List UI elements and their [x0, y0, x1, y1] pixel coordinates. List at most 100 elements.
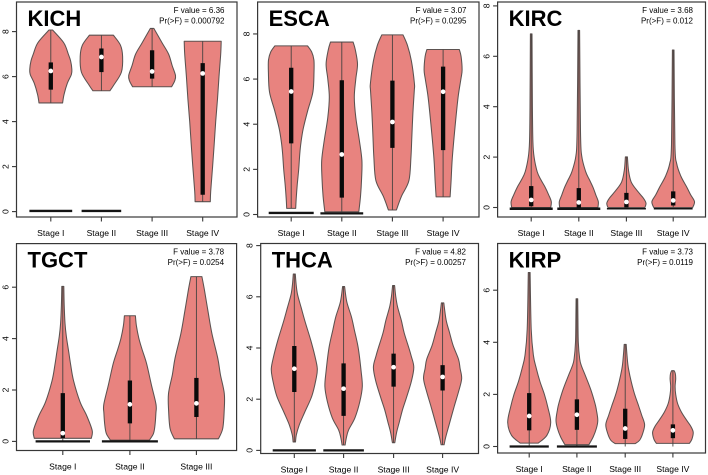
- stage-label: Stage II: [564, 228, 594, 238]
- stage-label: Stage III: [610, 228, 642, 238]
- y-tick-label: 8: [1, 29, 11, 34]
- y-tick-label: 8: [482, 3, 492, 8]
- stage-label: Stage I: [49, 462, 76, 472]
- stage-label: Stage II: [115, 462, 145, 472]
- violin-thca-stage-iv: [422, 302, 463, 446]
- y-tick-label: 2: [1, 387, 11, 392]
- y-tick-label: 4: [242, 122, 252, 127]
- y-tick-label: 0: [482, 205, 492, 210]
- panel-title: TGCT: [28, 248, 88, 273]
- median-dot: [670, 427, 676, 433]
- median-dot: [149, 69, 155, 74]
- violin-tgct-stage-i: [32, 285, 93, 443]
- y-tick-label: 2: [242, 167, 252, 172]
- stage-label: Stage I: [37, 228, 64, 238]
- violin-kich-stage-iv: [183, 40, 222, 203]
- stage-label: Stage I: [516, 464, 543, 474]
- y-tick-label: 0: [1, 209, 11, 214]
- f-value-label: F value = 6.36: [174, 6, 225, 15]
- f-value-label: F value = 3.68: [642, 6, 693, 15]
- p-value-label: Pr(>F) = 0.000792: [159, 17, 225, 26]
- panel-title: KIRC: [509, 6, 563, 31]
- y-tick-label: 4: [482, 104, 492, 109]
- violin-thca-stage-i: [270, 273, 318, 452]
- p-value-label: Pr(>F) = 0.00257: [405, 258, 466, 267]
- y-tick-label: 6: [1, 285, 11, 290]
- panel-border: [497, 1, 707, 218]
- y-tick-label: 0: [482, 444, 492, 449]
- median-dot: [526, 413, 532, 419]
- median-dot: [622, 426, 628, 431]
- y-tick-label: 8: [245, 243, 255, 248]
- stage-label: Stage II: [329, 465, 359, 475]
- y-tick-label: 6: [482, 288, 492, 293]
- median-dot: [528, 197, 534, 203]
- stage-label: Stage III: [376, 228, 408, 238]
- f-value-label: F value = 3.07: [416, 6, 467, 15]
- y-tick-label: 2: [1, 164, 11, 169]
- panel-border: [497, 242, 707, 454]
- stage-label: Stage IV: [426, 465, 459, 475]
- median-dot: [288, 89, 294, 94]
- panel-title: THCA: [272, 248, 333, 273]
- violin-kirc-stage-i: [509, 33, 553, 210]
- p-value-label: Pr(>F) = 0.012: [641, 17, 694, 26]
- y-tick-label: 0: [245, 448, 255, 453]
- y-tick-label: 4: [1, 336, 11, 341]
- stage-label: Stage I: [278, 228, 305, 238]
- median-dot: [576, 200, 582, 205]
- y-tick-label: 0: [242, 212, 252, 217]
- median-dot: [194, 401, 199, 406]
- panel-title: ESCA: [269, 6, 330, 31]
- panel-title: KICH: [28, 6, 82, 31]
- median-dot: [440, 89, 446, 95]
- median-dot: [670, 198, 676, 203]
- violin-kirc-stage-iii: [606, 156, 647, 210]
- violin-kirp-stage-iii: [605, 343, 646, 447]
- stage-label: Stage II: [327, 228, 357, 238]
- median-dot: [341, 386, 346, 392]
- violin-kich-stage-ii: [79, 34, 124, 213]
- violin-kirc-stage-ii: [557, 29, 601, 210]
- y-tick-label: 6: [1, 74, 11, 79]
- median-dot: [291, 366, 297, 372]
- stage-label: Stage I: [281, 465, 308, 475]
- y-tick-label: 6: [482, 54, 492, 59]
- median-dot: [391, 364, 396, 370]
- stage-label: Stage III: [136, 228, 168, 238]
- median-dot: [390, 119, 395, 125]
- violin-esca-stage-i: [267, 45, 315, 215]
- y-tick-label: 6: [245, 294, 255, 299]
- violin-tgct-stage-iii: [167, 276, 226, 440]
- violin-esca-stage-iv: [423, 48, 463, 198]
- panel-border: [257, 1, 480, 218]
- y-tick-label: 2: [482, 154, 492, 159]
- median-dot: [200, 71, 206, 76]
- median-dot: [624, 199, 629, 205]
- median-dot: [48, 68, 54, 74]
- stage-label: Stage III: [378, 465, 410, 475]
- panel-border: [15, 1, 238, 218]
- stage-label: Stage IV: [657, 228, 690, 238]
- stage-label: Stage II: [87, 228, 117, 238]
- y-tick-label: 4: [1, 119, 11, 124]
- stage-label: Stage IV: [186, 228, 219, 238]
- p-value-label: Pr(>F) = 0.0295: [410, 17, 467, 26]
- median-dot: [99, 54, 104, 60]
- p-value-label: Pr(>F) = 0.0254: [168, 258, 225, 267]
- stage-label: Stage III: [609, 464, 641, 474]
- panel-border: [15, 243, 238, 452]
- y-tick-label: 8: [242, 31, 252, 36]
- violin-kirp-stage-ii: [555, 298, 599, 448]
- violin-esca-stage-ii: [320, 41, 364, 215]
- p-value-label: Pr(>F) = 0.0119: [637, 258, 693, 267]
- f-value-label: F value = 4.82: [415, 247, 466, 256]
- stage-label: Stage III: [180, 462, 212, 472]
- violin-kirp-stage-i: [507, 271, 552, 448]
- violin-kich-stage-i: [29, 29, 73, 213]
- y-tick-label: 2: [482, 392, 492, 397]
